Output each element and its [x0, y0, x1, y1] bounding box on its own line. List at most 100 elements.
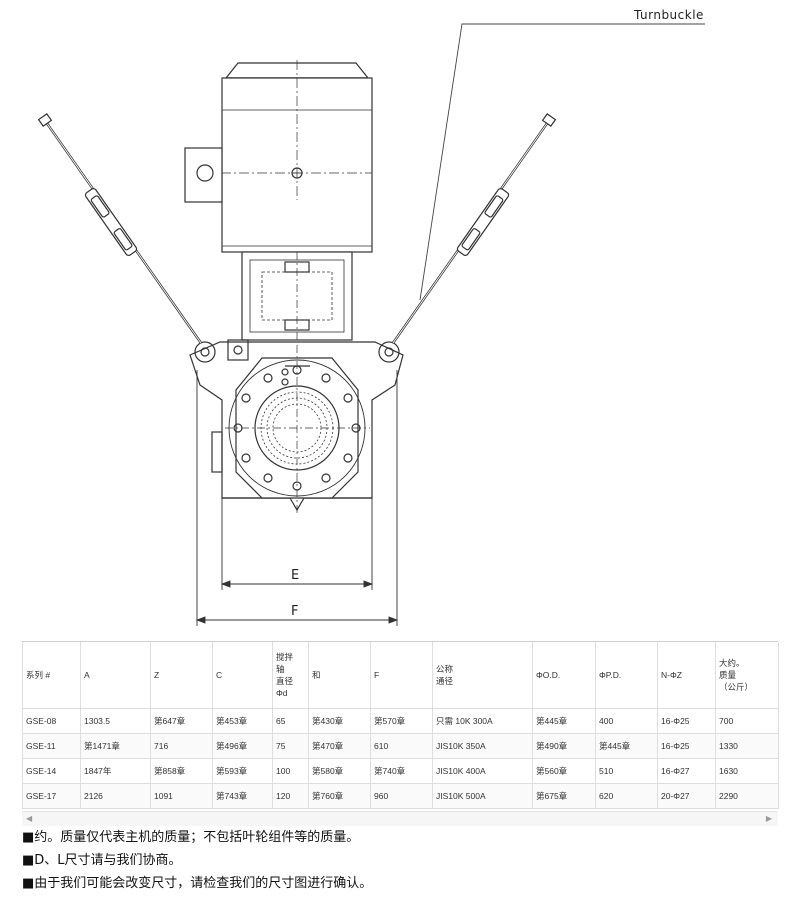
- table-cell: 120: [272, 783, 309, 809]
- table-header-line: 轴: [276, 664, 285, 674]
- table-header-cell: 和: [308, 642, 371, 709]
- table-cell: 第760章: [308, 783, 371, 809]
- table-cell: 400: [595, 708, 658, 734]
- table-cell: 第740章: [370, 758, 433, 784]
- table-cell: 第430章: [308, 708, 371, 734]
- table-header-cell: N-ΦZ: [657, 642, 716, 709]
- table-header-cell: ΦP.D.: [595, 642, 658, 709]
- table-cell: 16-Φ27: [657, 758, 716, 784]
- mixer-dimension-drawing: Turnbuckle E F: [37, 8, 705, 626]
- table-cell: 16-Φ25: [657, 733, 716, 759]
- table-cell: 第647章: [150, 708, 213, 734]
- table-cell: 第593章: [212, 758, 273, 784]
- table-cell: 1630: [715, 758, 779, 784]
- table-cell: 第1471章: [80, 733, 151, 759]
- dimension-e-label: E: [291, 568, 299, 583]
- table-cell: JIS10K 400A: [432, 758, 533, 784]
- table-header-line: 大约。: [719, 658, 745, 668]
- scroll-right-arrow-icon[interactable]: ▶: [765, 814, 772, 823]
- table-cell: 第858章: [150, 758, 213, 784]
- table-cell: 第675章: [532, 783, 596, 809]
- table-cell: 第490章: [532, 733, 596, 759]
- table-cell: 16-Φ25: [657, 708, 716, 734]
- table-cell: 1847年: [80, 758, 151, 784]
- table-cell: GSE-08: [22, 708, 81, 734]
- table-cell: 716: [150, 733, 213, 759]
- table-cell: 第445章: [595, 733, 658, 759]
- table-header-line: C: [216, 670, 223, 680]
- table-cell: 第445章: [532, 708, 596, 734]
- table-header-line: （公斤）: [719, 682, 754, 692]
- table-header-cell: 系列 #: [22, 642, 81, 709]
- horizontal-scrollbar[interactable]: ◀ ▶: [22, 811, 778, 826]
- table-cell: 第560章: [532, 758, 596, 784]
- table-header-line: 系列 #: [26, 670, 51, 680]
- table-header-line: 公称: [436, 664, 454, 674]
- table-cell: 2290: [715, 783, 779, 809]
- table-cell: 第453章: [212, 708, 273, 734]
- note-line: ■约。质量仅代表主机的质量；不包括叶轮组件等的质量。: [22, 830, 360, 845]
- left-turnbuckle: [37, 113, 202, 344]
- note-line: ■由于我们可能会改变尺寸，请检查我们的尺寸图进行确认。: [22, 876, 373, 891]
- table-cell: 1330: [715, 733, 779, 759]
- table-header-line: 直径: [276, 676, 294, 686]
- dimension-e-line: [220, 498, 374, 590]
- coupling-housing: [241, 251, 353, 341]
- dimension-f-line: [195, 370, 399, 626]
- outlet-flange: [225, 345, 370, 515]
- table-cell: 第496章: [212, 733, 273, 759]
- terminal-box: [184, 147, 223, 203]
- motor-body: [185, 60, 373, 253]
- scroll-left-arrow-icon[interactable]: ◀: [26, 814, 33, 823]
- right-turnbuckle: [392, 113, 557, 344]
- table-header-line: F: [374, 670, 380, 680]
- table-cell: 610: [370, 733, 433, 759]
- table-cell: 620: [595, 783, 658, 809]
- table-cell: 65: [272, 708, 309, 734]
- turnbuckle-callout: [419, 23, 705, 301]
- table-cell: 第580章: [308, 758, 371, 784]
- table-header-cell: ΦO.D.: [532, 642, 596, 709]
- table-cell: JIS10K 350A: [432, 733, 533, 759]
- table-cell: 第470章: [308, 733, 371, 759]
- table-header-line: 和: [312, 670, 321, 680]
- table-cell: 只需 10K 300A: [432, 708, 533, 734]
- note-line: ■D、L尺寸请与我们协商。: [22, 853, 182, 868]
- table-cell: 20-Φ27: [657, 783, 716, 809]
- table-header-line: N-ΦZ: [661, 670, 682, 680]
- table-cell: 1303.5: [80, 708, 151, 734]
- table-cell: JIS10K 500A: [432, 783, 533, 809]
- table-cell: 1091: [150, 783, 213, 809]
- table-cell: 2126: [80, 783, 151, 809]
- table-cell: 第570章: [370, 708, 433, 734]
- table-cell: 100: [272, 758, 309, 784]
- table-header-cell: Z: [150, 642, 213, 709]
- turnbuckle-label: Turnbuckle: [633, 8, 704, 22]
- table-cell: 510: [595, 758, 658, 784]
- table-cell: 75: [272, 733, 309, 759]
- table-cell: GSE-11: [22, 733, 81, 759]
- table-cell: GSE-14: [22, 758, 81, 784]
- table-header-line: 搅拌: [276, 652, 294, 662]
- table-header-line: ΦO.D.: [536, 670, 561, 680]
- notes-section: ■约。质量仅代表主机的质量；不包括叶轮组件等的质量。 ■D、L尺寸请与我们协商。 ■…: [22, 826, 782, 895]
- table-header-cell: F: [370, 642, 433, 709]
- table-header-line: ΦP.D.: [599, 670, 622, 680]
- table-cell: 960: [370, 783, 433, 809]
- table-cell: GSE-17: [22, 783, 81, 809]
- table-header-line: Φd: [276, 688, 288, 698]
- dimension-f-label: F: [291, 604, 298, 619]
- table-header-line: Z: [154, 670, 160, 680]
- table-cell: 700: [715, 708, 779, 734]
- table-header-line: 通径: [436, 676, 454, 686]
- table-header-cell: 大约。质量（公斤）: [715, 642, 779, 709]
- table-header-cell: 公称通径: [432, 642, 533, 709]
